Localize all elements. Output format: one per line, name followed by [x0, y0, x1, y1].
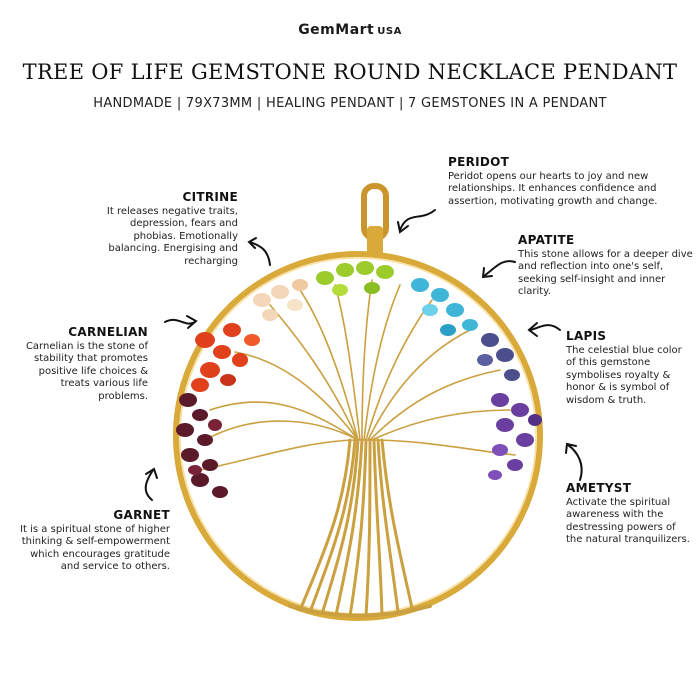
garnet-desc: It is a spiritual stone of higher thinki…: [20, 523, 170, 573]
citrine-title: CITRINE: [182, 190, 238, 204]
carnelian-title: CARNELIAN: [68, 325, 148, 339]
peridot-desc: Peridot opens our hearts to joy and new …: [448, 170, 658, 207]
apatite-title: APATITE: [518, 233, 575, 247]
citrine-arrow: [249, 241, 271, 266]
garnet-info: GARNET It is a spiritual stone of higher…: [10, 509, 170, 574]
peridot-arrow: [399, 209, 436, 231]
ametyst-desc: Activate the spiritual awareness with th…: [566, 496, 690, 546]
page-title: TREE OF LIFE GEMSTONE ROUND NECKLACE PEN…: [22, 60, 678, 84]
carnelian-desc: Carnelian is the stone of stability that…: [25, 340, 148, 402]
ametyst-title: AMETYST: [566, 481, 632, 495]
lapis-chips: [477, 333, 520, 381]
citrine-chips: [253, 279, 308, 321]
lapis-arrow: [529, 324, 561, 331]
peridot-chips: [316, 261, 394, 296]
carnelian-info: CARNELIAN Carnelian is the stone of stab…: [12, 326, 148, 403]
tree-trunk: [199, 279, 516, 618]
citrine-info: CITRINE It releases negative traits, dep…: [100, 191, 238, 268]
apatite-info: APATITE This stone allows for a deeper d…: [518, 234, 696, 299]
carnelian-chips: [191, 323, 260, 392]
page-subtitle: HANDMADE | 79X73MM | HEALING PENDANT | 7…: [93, 96, 607, 111]
bail: [361, 183, 389, 256]
peridot-title: PERIDOT: [448, 155, 510, 169]
lapis-desc: The celestial blue color of this gemston…: [566, 344, 682, 406]
pendant-ring: [173, 251, 543, 621]
garnet-chips: [176, 393, 228, 498]
apatite-desc: This stone allows for a deeper dive and …: [518, 248, 693, 298]
garnet-arrow: [144, 469, 154, 501]
citrine-desc: It releases negative traits, depression,…: [106, 205, 238, 267]
garnet-title: GARNET: [113, 508, 170, 522]
ametyst-arrow: [567, 444, 583, 481]
callout-arrows: [144, 209, 583, 501]
brand-suffix: USA: [377, 26, 402, 37]
apatite-arrow: [483, 260, 516, 277]
peridot-info: PERIDOT Peridot opens our hearts to joy …: [448, 156, 693, 208]
amethyst-chips: [488, 393, 542, 480]
ametyst-info: AMETYST Activate the spiritual awareness…: [566, 482, 694, 547]
lapis-title: LAPIS: [566, 329, 607, 343]
lapis-info: LAPIS The celestial blue color of this g…: [566, 330, 694, 407]
carnelian-arrow: [164, 318, 196, 325]
brand-name: GemMart: [298, 22, 375, 38]
apatite-chips: [411, 278, 478, 336]
